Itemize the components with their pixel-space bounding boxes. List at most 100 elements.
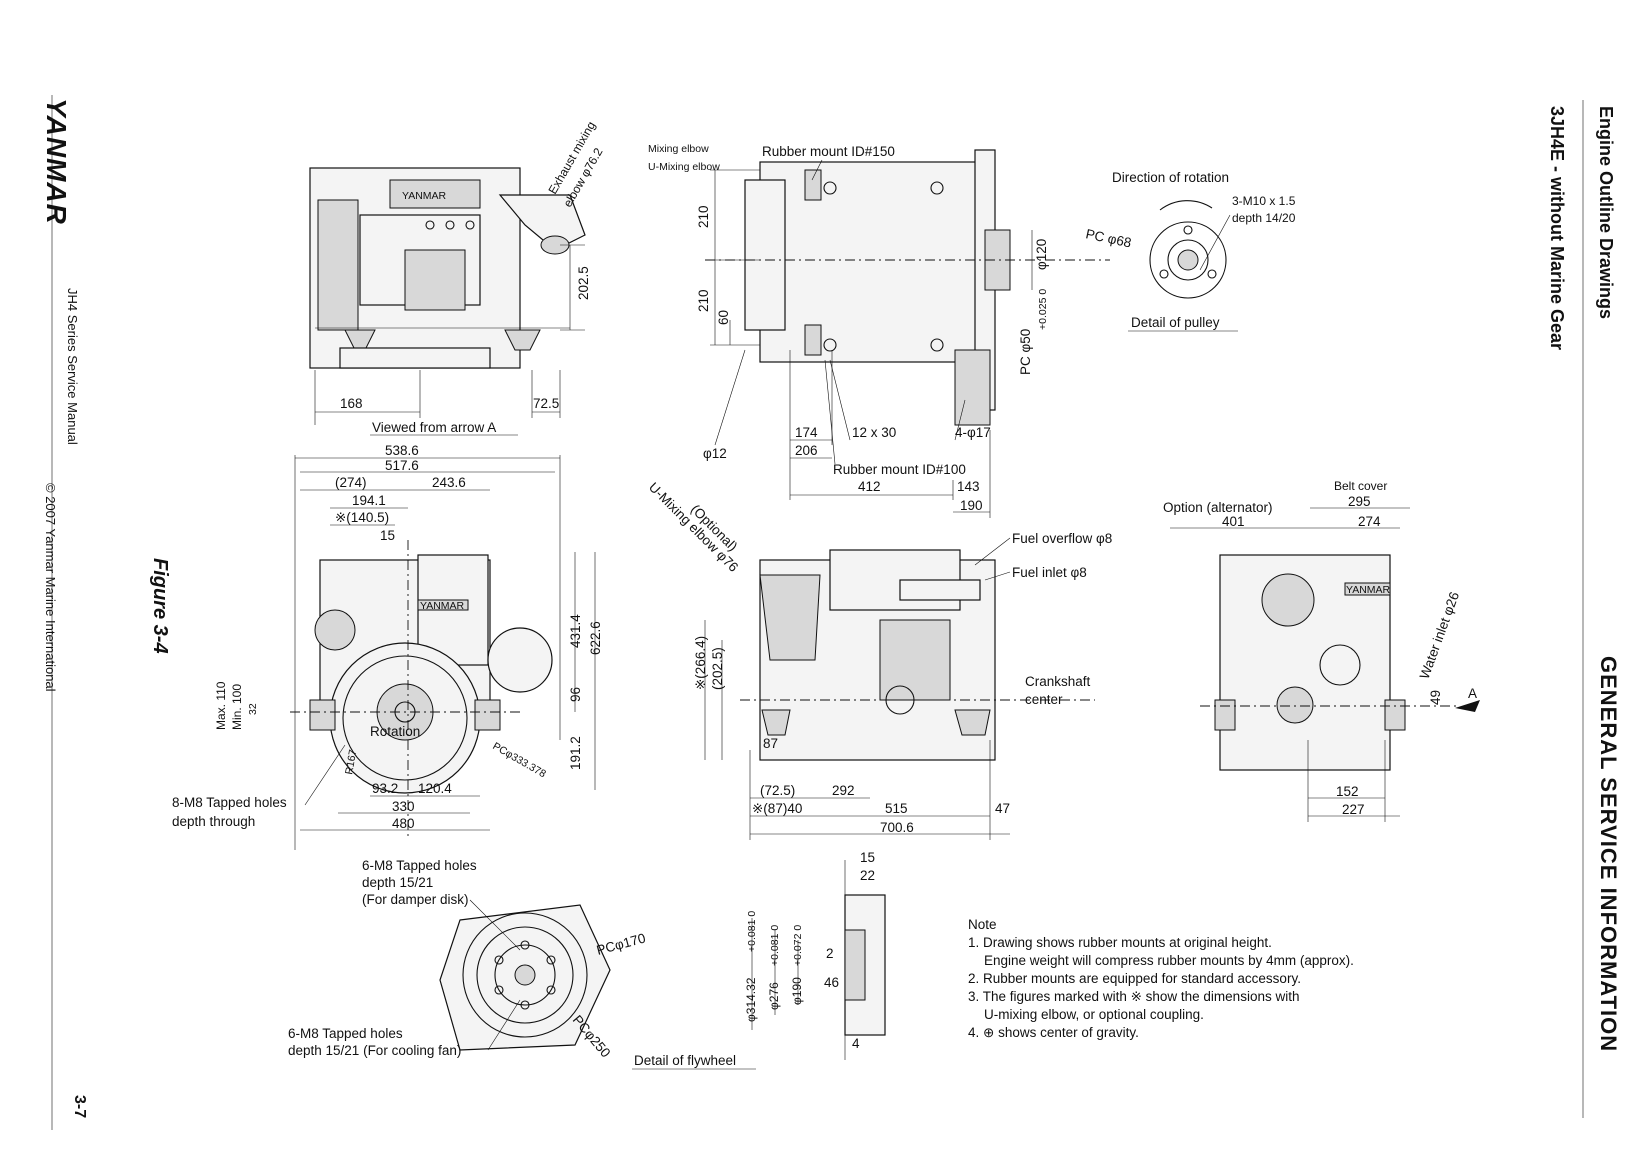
flywheel-detail-caption: Detail of flywheel (634, 1053, 736, 1068)
r167-label: R167 (343, 749, 359, 776)
dim-431-4: 431.4 (568, 614, 583, 648)
tapped-holes-front-2: depth through (172, 814, 255, 829)
pc333-label: PCφ333.378 (491, 740, 549, 780)
dim-phi12: φ12 (703, 446, 727, 461)
dim-72-5-side: (72.5) (760, 783, 795, 798)
mixing-elbow-label: Mixing elbow (648, 143, 709, 155)
dim-93-2: 93.2 (372, 781, 398, 796)
flywheel-dim-190-tol: +0.072 0 (792, 925, 804, 966)
rear-badge: YANMAR (1346, 584, 1391, 596)
pulley-depth-label: depth 14/20 (1232, 211, 1296, 225)
dim-4phi17: 4-φ17 (955, 425, 991, 440)
tapped-damper-2: depth 15/21 (362, 875, 433, 890)
dim-pc50-tol: +0.025 0 (1037, 289, 1049, 330)
flywheel-detail-view (439, 904, 611, 1051)
min-100: Min. 100 (230, 684, 244, 730)
dim-538-6: 538.6 (385, 443, 419, 458)
dim-202-5-top: 202.5 (576, 266, 591, 300)
view-arrow-a-caption: Viewed from arrow A (372, 420, 496, 435)
dim-152: 152 (1336, 784, 1359, 799)
crankshaft-label: Crankshaft (1025, 674, 1091, 689)
flywheel-dim-190: φ190 (790, 977, 804, 1005)
pulley-detail-caption: Detail of pulley (1131, 315, 1220, 330)
top-middle-engine-view (744, 149, 1011, 426)
tapped-fan-2: depth 15/21 (For cooling fan) (288, 1043, 461, 1058)
dim-227: 227 (1342, 802, 1365, 817)
dim-120-4: 120.4 (418, 781, 452, 796)
dim-191-2: 191.2 (568, 736, 583, 770)
dim-72-5-top: 72.5 (533, 396, 559, 411)
dim-168: 168 (340, 396, 363, 411)
dim-274-paren: (274) (335, 475, 367, 490)
flywheel-dim-22: 22 (860, 868, 875, 883)
note-3b: U-mixing elbow, or optional coupling. (984, 1007, 1204, 1022)
pulley-direction-label: Direction of rotation (1112, 170, 1229, 185)
side-engine-view (759, 549, 996, 761)
dim-266-4: ※(266.4) (693, 636, 708, 690)
fuel-inlet-label: Fuel inlet φ8 (1012, 565, 1087, 580)
tapped-damper-1: 6-M8 Tapped holes (362, 858, 477, 873)
dim-47: 47 (995, 801, 1010, 816)
arrow-a-icon (1455, 700, 1480, 712)
dim-140-5: ※(140.5) (335, 510, 389, 525)
note-4: 4. ⊕ shows center of gravity. (968, 1025, 1139, 1040)
dim-60: 60 (716, 310, 731, 325)
dim-401: 401 (1222, 514, 1245, 529)
dim-274: 274 (1358, 514, 1381, 529)
dim-206: 206 (795, 443, 818, 458)
dim-517-6: 517.6 (385, 458, 419, 473)
tapped-damper-3: (For damper disk) (362, 892, 469, 907)
option-alternator-label: Option (alternator) (1163, 500, 1273, 515)
dim-87-40: ※(87)40 (752, 801, 802, 816)
rear-engine-view: YANMAR (1214, 554, 1406, 771)
flywheel-dim-2: 2 (826, 946, 834, 961)
rubber-mount-100-label: Rubber mount ID#100 (833, 462, 966, 477)
top-left-engine-view: YANMAR (309, 167, 586, 369)
arrow-a-label: A (1468, 686, 1477, 701)
dim-622-6: 622.6 (588, 621, 603, 655)
dim-292: 292 (832, 783, 855, 798)
dim-12x30: 12 x 30 (852, 425, 896, 440)
rubber-mount-150-label: Rubber mount ID#150 (762, 144, 895, 159)
belt-cover-label: Belt cover (1334, 479, 1387, 493)
dim-194-1: 194.1 (352, 493, 386, 508)
dim-515: 515 (885, 801, 908, 816)
notes-block: Note 1. Drawing shows rubber mounts at o… (968, 917, 1354, 1040)
dim-87: 87 (763, 736, 778, 751)
dim-412: 412 (858, 479, 881, 494)
dim-700-6: 700.6 (880, 820, 914, 835)
pc170-label: PCφ170 (595, 930, 647, 957)
flywheel-dim-276-tol: +0.081 0 (769, 925, 781, 966)
dim-pc50: PC φ50 (1018, 329, 1033, 375)
note-1b: Engine weight will compress rubber mount… (984, 953, 1354, 968)
dim-phi120: φ120 (1034, 239, 1049, 270)
pulley-pc68: PC φ68 (1084, 226, 1132, 250)
max-110: Max. 110 (214, 681, 228, 730)
dim-210-a: 210 (696, 205, 711, 228)
dim-210-b: 210 (696, 289, 711, 312)
u-mixing-elbow-label: U-Mixing elbow (648, 161, 720, 173)
dim-243-6: 243.6 (432, 475, 466, 490)
note-title: Note (968, 917, 997, 932)
flywheel-dim-314-tol: +0.081 0 (746, 911, 758, 952)
flywheel-dim-4: 4 (852, 1036, 860, 1051)
dim-174: 174 (795, 425, 818, 440)
flywheel-dim-46: 46 (824, 975, 839, 990)
water-inlet-label: Water inlet φ26 (1417, 590, 1462, 681)
top-left-badge: YANMAR (402, 190, 447, 202)
u-mixing-elbow-side: U-Mixing elbow φ76 (646, 480, 741, 575)
dim-15-front: 15 (380, 528, 395, 543)
dim-143: 143 (957, 479, 980, 494)
flywheel-section-view (844, 860, 886, 1060)
flywheel-dim-15: 15 (860, 850, 875, 865)
crankshaft-center-label: center (1025, 692, 1063, 707)
tapped-holes-front: 8-M8 Tapped holes (172, 795, 287, 810)
dim-96: 96 (568, 687, 583, 702)
dim-190: 190 (960, 498, 983, 513)
dim-49: 49 (1428, 690, 1443, 705)
note-3: 3. The figures marked with ※ show the di… (968, 989, 1299, 1004)
rotation-label: Rotation (370, 724, 420, 739)
note-1: 1. Drawing shows rubber mounts at origin… (968, 935, 1272, 950)
pulley-detail-view (1149, 200, 1227, 299)
